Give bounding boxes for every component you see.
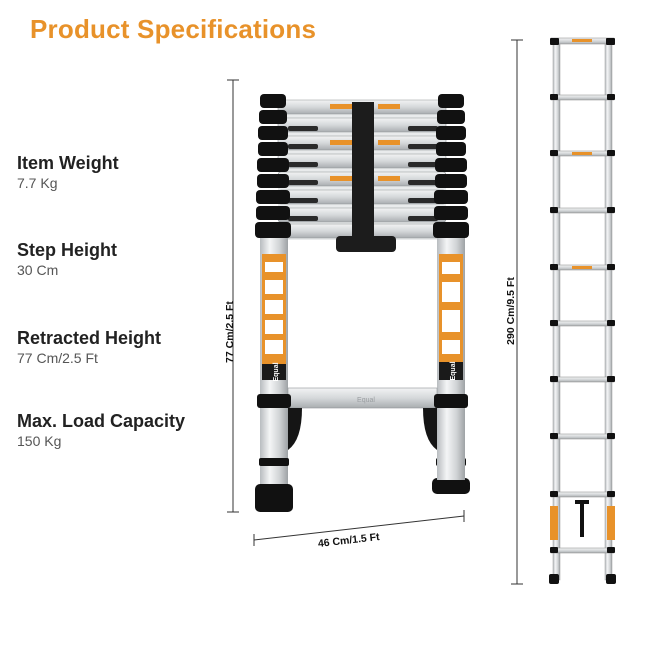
width-dimension-line xyxy=(253,510,465,546)
page-title: Product Specifications xyxy=(30,14,317,44)
spec-item-weight: Item Weight 7.7 Kg xyxy=(17,152,119,192)
spec-value: 77 Cm/2.5 Ft xyxy=(17,350,98,366)
right-info-sticker: Equal xyxy=(439,254,463,381)
spec-label: Item Weight xyxy=(17,153,119,173)
left-info-sticker: Equal xyxy=(262,254,286,382)
brand-label-left: Equal xyxy=(273,362,280,381)
right-end-caps xyxy=(433,94,469,238)
crossbar-brand: Equal xyxy=(357,397,375,404)
brand-label-right: Equal xyxy=(450,361,457,380)
extended-ladder xyxy=(549,37,616,584)
left-end-caps xyxy=(255,94,291,238)
retracted-height-label: 77 Cm/2.5 Ft xyxy=(224,301,236,363)
spec-label: Max. Load Capacity xyxy=(17,411,186,431)
spec-max-load: Max. Load Capacity 150 Kg xyxy=(17,410,185,450)
extended-height-dimension-line xyxy=(511,39,523,585)
extended-caps xyxy=(549,38,616,584)
extended-left-rail xyxy=(552,39,561,581)
spec-label: Step Height xyxy=(17,240,118,260)
spec-value: 30 Cm xyxy=(17,262,59,278)
rung-orange-labels xyxy=(330,104,400,181)
retracted-height-dimension-line xyxy=(227,79,239,513)
extended-right-rail xyxy=(604,39,613,581)
spec-value: 150 Kg xyxy=(17,433,62,449)
left-foot xyxy=(255,484,293,512)
extended-height-label: 290 Cm/9.5 Ft xyxy=(505,277,517,345)
carry-strap xyxy=(352,102,374,242)
spec-retracted-height: Retracted Height 77 Cm/2.5 Ft xyxy=(17,327,161,367)
retracted-ladder: Equal Equal Equal xyxy=(255,94,470,512)
strap-handle xyxy=(336,236,396,252)
spec-step-height: Step Height 30 Cm xyxy=(17,239,117,279)
spec-label: Retracted Height xyxy=(17,328,162,348)
left-bracket xyxy=(288,408,302,450)
spec-value: 7.7 Kg xyxy=(17,175,58,191)
right-bracket xyxy=(423,408,437,450)
extended-rungs xyxy=(550,37,615,554)
right-foot xyxy=(432,478,470,494)
